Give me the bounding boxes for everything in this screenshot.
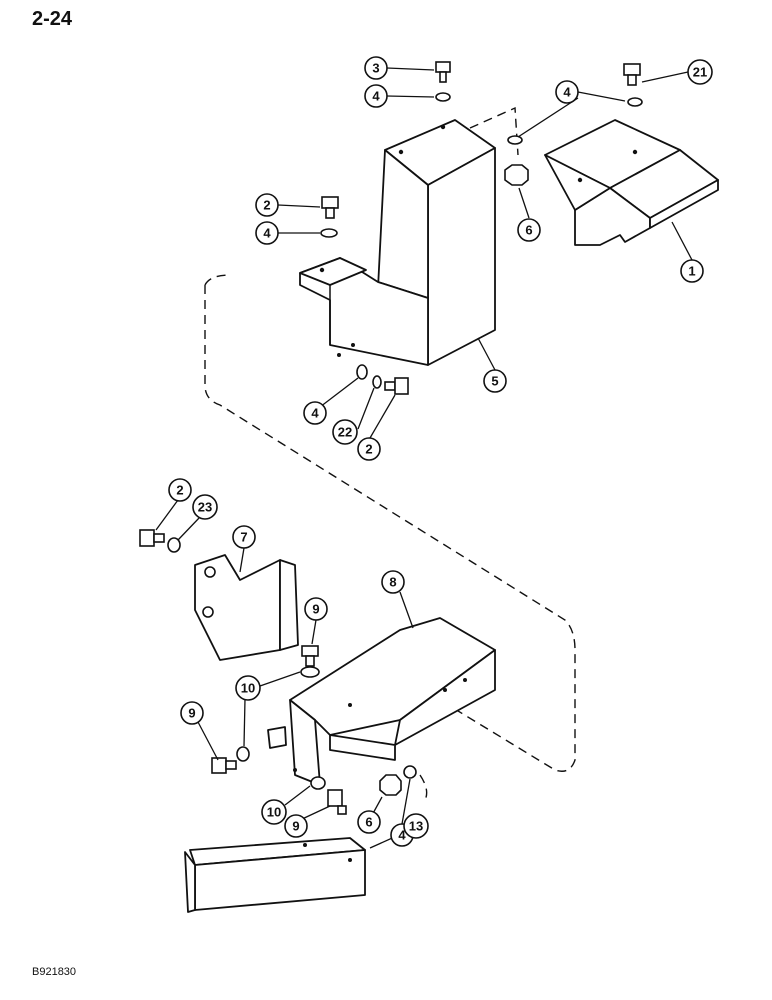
callout-2-c: 2 xyxy=(168,478,192,502)
svg-text:10: 10 xyxy=(267,805,281,820)
callout-3: 3 xyxy=(364,56,388,80)
callout-6-b: 6 xyxy=(357,810,381,834)
callout-8: 8 xyxy=(381,570,405,594)
page-number: 2-24 xyxy=(32,8,73,30)
washer-10c xyxy=(310,776,326,790)
callout-9-c: 9 xyxy=(284,814,308,838)
bracket-part-1 xyxy=(544,119,719,246)
callout-4-a: 4 xyxy=(364,84,388,108)
nut-6b xyxy=(379,774,402,796)
callout-6-a: 6 xyxy=(517,218,541,242)
callout-4-b: 4 xyxy=(255,221,279,245)
callout-1: 1 xyxy=(680,259,704,283)
washer-4f xyxy=(403,765,417,779)
callout-7: 7 xyxy=(232,525,256,549)
svg-text:10: 10 xyxy=(241,681,255,696)
washer-4a xyxy=(435,92,451,102)
svg-text:7: 7 xyxy=(240,530,247,545)
washer-23 xyxy=(167,537,181,553)
plate-part-7 xyxy=(194,554,299,661)
svg-text:2: 2 xyxy=(176,483,183,498)
svg-text:2: 2 xyxy=(365,442,372,457)
svg-text:5: 5 xyxy=(491,374,498,389)
callout-9-b: 9 xyxy=(180,701,204,725)
svg-text:23: 23 xyxy=(198,500,212,515)
washer-10b xyxy=(236,746,250,762)
svg-text:22: 22 xyxy=(338,425,352,440)
callout-23: 23 xyxy=(192,494,218,520)
washer-22 xyxy=(372,375,382,389)
leader-lines xyxy=(155,67,693,849)
bolt-2a xyxy=(321,196,339,219)
callout-5: 5 xyxy=(483,369,507,393)
svg-text:9: 9 xyxy=(188,706,195,721)
assembly-dashed-line xyxy=(204,274,576,801)
washer-4b xyxy=(627,97,643,107)
bolt-2b xyxy=(384,377,409,395)
svg-text:6: 6 xyxy=(525,223,532,238)
hardware xyxy=(139,61,643,815)
svg-text:9: 9 xyxy=(312,602,319,617)
svg-text:4: 4 xyxy=(372,89,380,104)
washer-10a xyxy=(300,666,320,678)
svg-text:9: 9 xyxy=(292,819,299,834)
washer-4d xyxy=(320,228,338,238)
callout-2-b: 2 xyxy=(357,437,381,461)
washer-4e xyxy=(356,364,368,380)
bolt-9b xyxy=(211,757,237,774)
bolt-21 xyxy=(623,63,641,86)
callout-2-a: 2 xyxy=(255,193,279,217)
svg-text:6: 6 xyxy=(365,815,372,830)
svg-text:4: 4 xyxy=(563,85,571,100)
svg-text:4: 4 xyxy=(311,406,319,421)
svg-text:4: 4 xyxy=(263,226,271,241)
svg-text:13: 13 xyxy=(409,819,423,834)
bracket-part-5 xyxy=(299,119,496,366)
svg-text:8: 8 xyxy=(389,575,396,590)
washer-4c xyxy=(507,135,523,145)
bolt-3 xyxy=(435,61,451,83)
svg-text:21: 21 xyxy=(693,65,707,80)
svg-text:2: 2 xyxy=(263,198,270,213)
drawing-code: B921830 xyxy=(32,966,77,978)
callout-22: 22 xyxy=(332,419,358,445)
nut-6a xyxy=(504,164,529,186)
svg-text:1: 1 xyxy=(688,264,695,279)
bolt-2c xyxy=(139,529,165,547)
callout-21: 21 xyxy=(687,59,713,85)
callout-10-b: 10 xyxy=(261,799,287,825)
channel-part-8 xyxy=(267,617,496,786)
svg-text:3: 3 xyxy=(372,61,379,76)
callout-4-d: 4 xyxy=(303,401,327,425)
svg-text:4: 4 xyxy=(398,828,406,843)
bolt-9c xyxy=(327,789,347,815)
callout-13: 13 xyxy=(403,813,429,839)
bolt-9a xyxy=(301,645,319,667)
callout-10-a: 10 xyxy=(235,675,261,701)
channel-part-13 xyxy=(184,837,366,913)
callout-9-a: 9 xyxy=(304,597,328,621)
callout-4-c: 4 xyxy=(555,80,579,104)
